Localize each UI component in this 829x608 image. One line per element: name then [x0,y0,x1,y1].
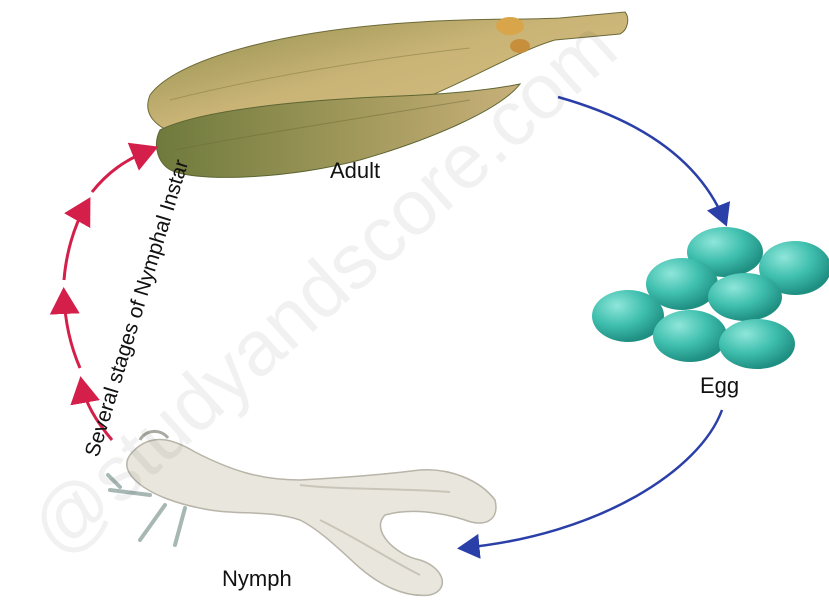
egg-to-nymph-arrow [462,410,722,548]
egg-cluster-image [592,227,829,369]
nymph-label: Nymph [222,566,292,592]
instar-arrow-3 [64,205,86,280]
instar-arrow-4 [92,150,150,192]
nymph-image [108,431,496,595]
adult-image [148,12,628,177]
instar-arrow-2 [64,296,80,368]
instar-label: Several stages of Nymphal Instar [81,157,193,460]
egg-label: Egg [700,373,739,399]
adult-label: Adult [330,158,380,184]
adult-to-egg-arrow [558,97,725,222]
